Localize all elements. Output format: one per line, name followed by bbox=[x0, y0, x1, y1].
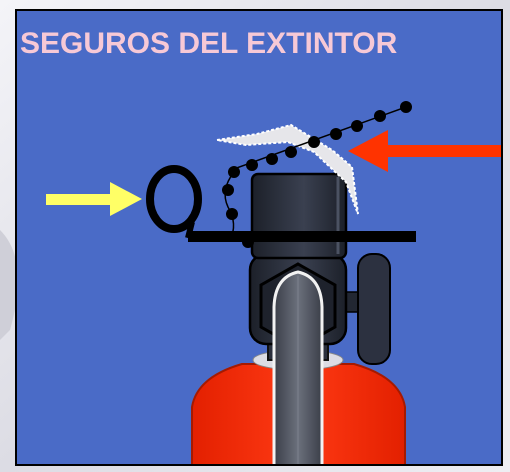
discharge-hose-icon bbox=[272, 270, 324, 464]
pressure-gauge-knob-icon bbox=[341, 253, 391, 365]
slide-title: SEGUROS DEL EXTINTOR bbox=[20, 27, 398, 60]
safety-pin-ring-icon bbox=[146, 165, 202, 239]
carry-handle-bar-icon bbox=[188, 231, 416, 242]
extinguisher-illustration bbox=[46, 101, 501, 464]
seal-chain-icon bbox=[222, 101, 412, 248]
handle-lever-icon bbox=[216, 123, 359, 215]
valve-head-icon bbox=[250, 172, 348, 260]
red-arrow-icon bbox=[348, 130, 501, 172]
yellow-arrow-icon bbox=[46, 182, 142, 216]
slide-panel bbox=[15, 9, 503, 466]
